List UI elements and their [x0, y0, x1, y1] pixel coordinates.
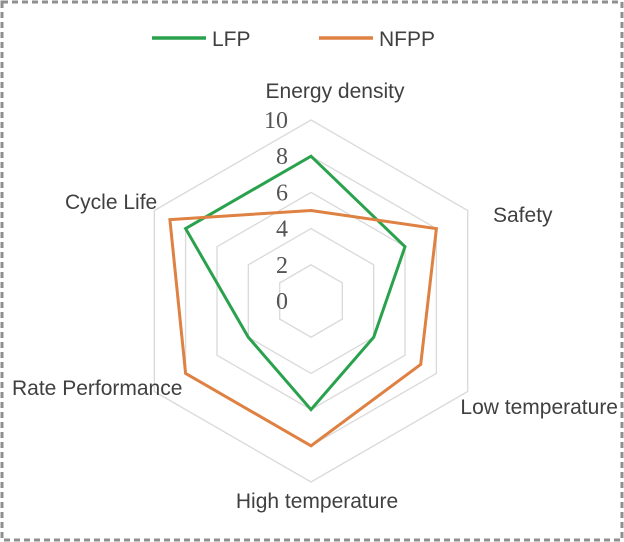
tick-label-8: 8: [276, 144, 288, 170]
tick-label-2: 2: [276, 253, 288, 279]
legend-label-lfp: LFP: [212, 28, 251, 51]
legend-label-nfpp: NFPP: [379, 28, 435, 51]
radar-series: [168, 154, 439, 448]
axis-label-high-temperature: High temperature: [236, 490, 398, 513]
gridline-ring-4: [247, 227, 375, 375]
radar-gridlines: [153, 119, 469, 483]
axis-label-safety: Safety: [493, 204, 553, 227]
axis-label-energy-density: Energy density: [266, 80, 405, 103]
axis-label-rate-performance: Rate Performance: [12, 377, 182, 400]
tick-label-0: 0: [276, 289, 288, 315]
gridline-ring-10: [153, 119, 469, 483]
axis-label-cycle-life: Cycle Life: [65, 191, 157, 214]
series-polygon-nfpp: [168, 208, 439, 448]
series-polygon-lfp: [183, 154, 407, 412]
radial-axis-ticks: 0 2 4 6 8 10: [264, 108, 288, 315]
tick-label-10: 10: [264, 108, 288, 134]
legend: LFP NFPP: [152, 28, 435, 51]
tick-label-4: 4: [276, 217, 288, 243]
tick-label-6: 6: [276, 180, 288, 206]
gridline-ring-8: [184, 155, 438, 447]
gridline-ring-2: [279, 264, 343, 338]
axis-label-low-temperature: Low temperature: [460, 396, 618, 419]
gridline-ring-6: [216, 191, 406, 411]
